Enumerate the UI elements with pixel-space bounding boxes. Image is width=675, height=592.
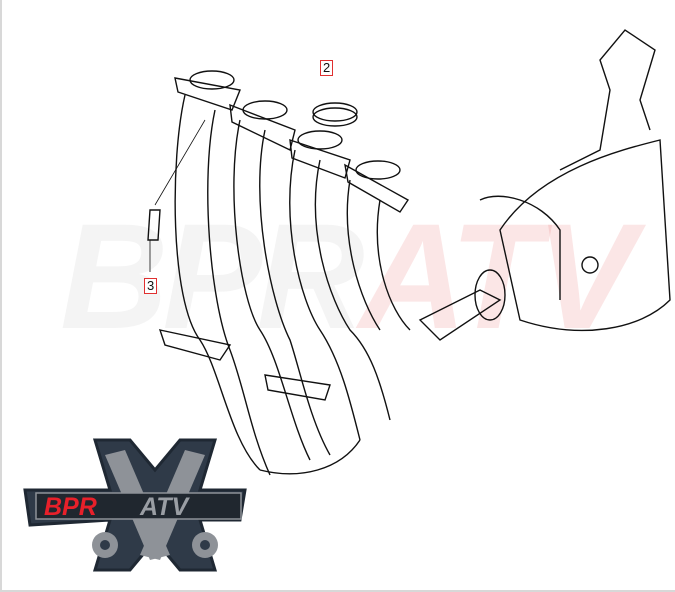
gasket [312, 102, 358, 122]
callout-2: 2 [320, 60, 334, 76]
logo-text-bpr: BPR [44, 493, 97, 521]
callout-3: 3 [144, 278, 158, 294]
header-pipes [158, 94, 411, 476]
muffler [418, 29, 671, 341]
header-flanges [174, 70, 410, 213]
bolt [147, 119, 206, 272]
logo-text-atv: ATV [139, 493, 190, 521]
